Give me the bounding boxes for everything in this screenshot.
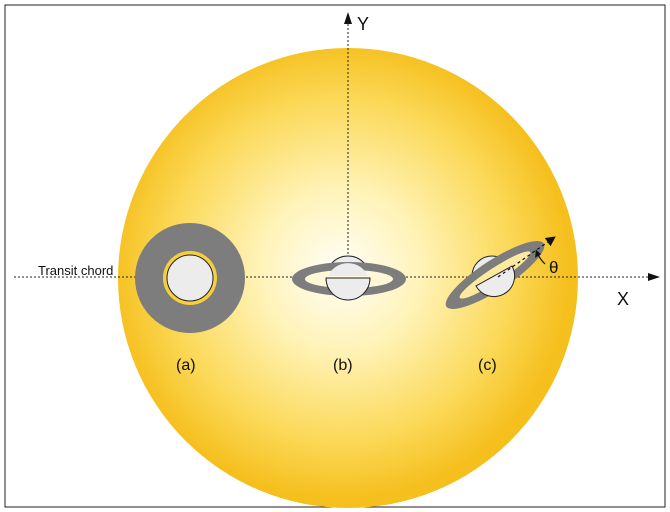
panel-label-c: (c) bbox=[478, 357, 497, 374]
x-axis-arrowhead bbox=[648, 273, 660, 281]
theta-label: θ bbox=[549, 258, 558, 277]
y-axis-label: Y bbox=[357, 14, 369, 34]
planet-b-edge-on bbox=[292, 255, 406, 301]
panel-label-b: (b) bbox=[333, 357, 353, 374]
x-axis-label: X bbox=[617, 289, 629, 309]
planet-b-front bbox=[325, 277, 371, 301]
transit-chord-label: Transit chord bbox=[38, 263, 113, 278]
planet-a bbox=[166, 254, 214, 302]
y-axis-arrowhead bbox=[344, 12, 352, 24]
planet-c-tilted bbox=[445, 240, 545, 310]
planet-b-cap bbox=[328, 263, 368, 276]
panel-label-a: (a) bbox=[176, 357, 196, 374]
planet-c-front bbox=[475, 265, 516, 298]
theta-arc-arrowhead bbox=[535, 250, 541, 258]
planet-a-face-on bbox=[135, 223, 245, 333]
